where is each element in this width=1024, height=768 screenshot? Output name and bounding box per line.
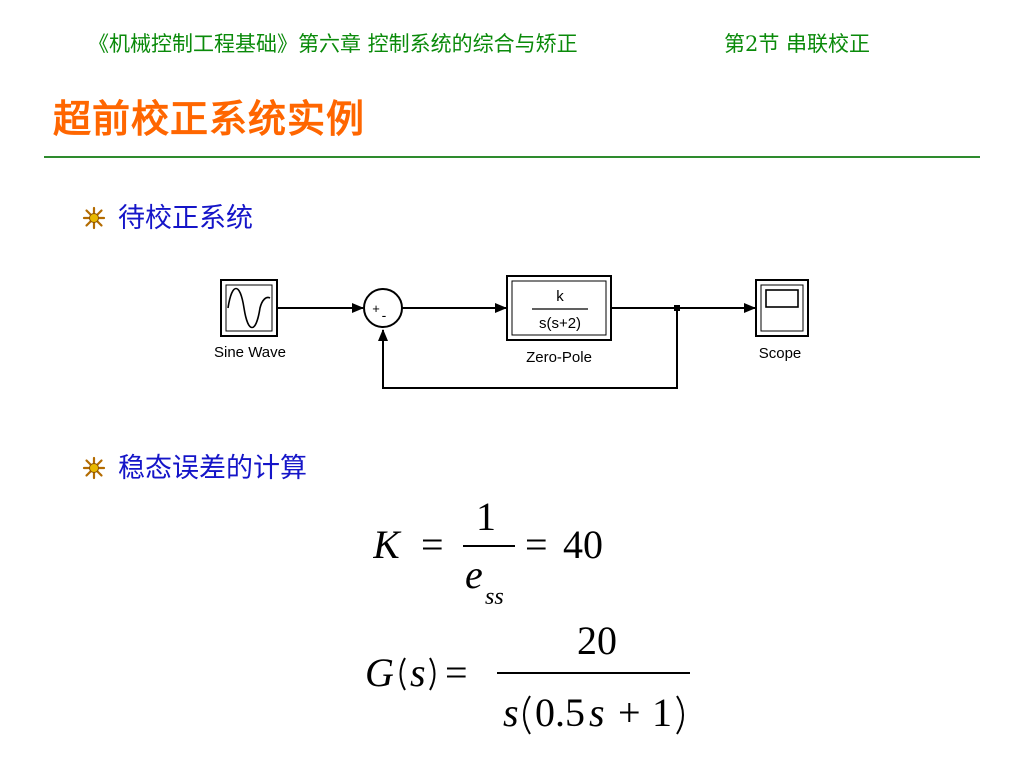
bullet-label: 待校正系统 <box>118 203 253 234</box>
eq2-den-s: s <box>503 690 519 735</box>
eq2-equals: = <box>445 650 468 695</box>
sine-wave-label: Sine Wave <box>214 344 286 361</box>
eq2-den-s2: s <box>589 690 605 735</box>
eq1-numerator: 1 <box>476 494 496 539</box>
eq1-equals: = <box>421 522 444 567</box>
eq2-argument: s <box>410 650 426 695</box>
eq1-denominator: e <box>465 552 483 597</box>
bullet-steady-state-error: 稳态误差的计算 <box>82 446 307 484</box>
eq2-den-paren-open <box>523 695 531 735</box>
sum-plus-sign: + <box>372 301 380 316</box>
section-title: 第2节 串联校正 <box>724 32 871 56</box>
eq1-equals-2: = <box>525 522 548 567</box>
tf-denominator: s(s+2) <box>539 315 581 332</box>
eq2-numerator: 20 <box>577 620 617 663</box>
sine-wave-block[interactable] <box>220 279 278 337</box>
bullet-uncompensated-system: 待校正系统 <box>82 196 253 234</box>
zero-pole-label: Zero-Pole <box>526 349 592 366</box>
eq2-lhs: G <box>365 650 394 695</box>
eq2-den-paren-close <box>676 695 684 735</box>
course-title: 《机械控制工程基础》第六章 控制系统的综合与矫正 <box>88 32 578 56</box>
eq2-den-one: 1 <box>652 690 672 735</box>
eq2-den-coef: 0.5 <box>535 690 585 735</box>
star-bullet-icon <box>82 206 106 230</box>
feedback-line <box>378 308 678 389</box>
eq2-den-plus: + <box>618 690 641 735</box>
scope-label: Scope <box>759 345 802 362</box>
eq1-lhs: K <box>373 522 402 567</box>
sum-minus-sign: - <box>382 307 387 323</box>
tf-numerator: k <box>556 288 564 305</box>
slide-title: 超前校正系统实例 <box>53 97 366 141</box>
star-bullet-icon <box>82 456 106 480</box>
scope-block[interactable] <box>755 279 809 337</box>
eq1-denominator-subscript: ss <box>485 584 504 610</box>
block-diagram: Sine Wave + - k s(s+2) Zero-Pole Scope <box>214 275 809 389</box>
zero-pole-block[interactable] <box>506 275 612 341</box>
equation-gain: K = 1 e ss = 40 <box>373 494 603 610</box>
equation-transfer-function: G s = 20 s 0.5 s + 1 <box>365 620 690 735</box>
title-divider <box>44 156 980 158</box>
eq1-value: 40 <box>563 522 603 567</box>
eq2-paren-open <box>399 657 406 691</box>
bullet-label: 稳态误差的计算 <box>118 453 307 484</box>
eq2-paren-close <box>429 657 436 691</box>
slide-header: 《机械控制工程基础》第六章 控制系统的综合与矫正 第2节 串联校正 <box>0 28 1024 58</box>
